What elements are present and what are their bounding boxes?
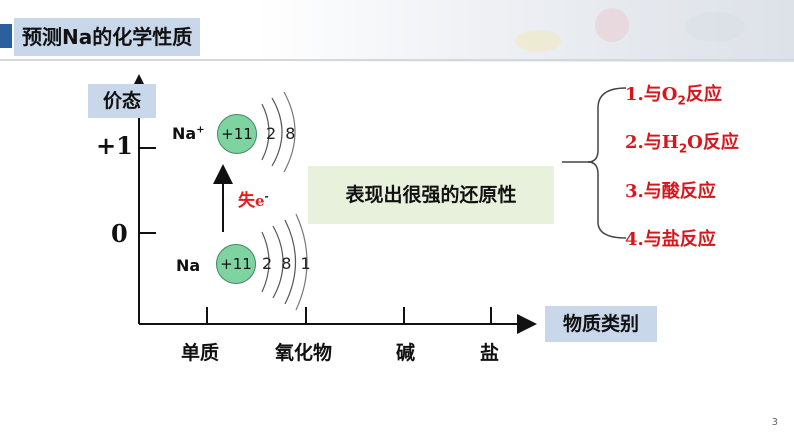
lose-electron-label: 失e- [238,191,269,211]
flask-decoration [595,8,629,42]
ion-shell-3 [283,91,296,173]
page-number: 3 [771,417,778,428]
category-label-salt: 盐 [480,342,500,364]
category-label-base: 碱 [396,342,416,364]
paper-decoration [685,12,745,42]
ion-shell-counts: 2 8 [266,124,298,143]
category-label-element: 单质 [181,342,220,364]
reducing-property: 表现出很强的还原性 [308,166,554,224]
y-axis-label: 价态 [88,84,156,118]
category-label-oxide: 氧化物 [275,342,333,364]
reaction-item-1: 1.与O2反应 [625,84,722,108]
header-divider [0,59,794,61]
reactions-brace [587,87,627,239]
ion-shell-2 [271,97,283,167]
atom-shell-3 [284,219,297,305]
atom-shell-4 [295,213,308,311]
beaker-decoration [515,30,561,52]
ion-nucleus: +11 [217,114,257,154]
atom-shell-1 [261,231,270,293]
reaction-item-4: 4.与盐反应 [625,229,716,250]
slide-title: 预测Na的化学性质 [14,18,201,56]
atom-shell-counts: 2 8 1 [262,254,313,273]
ion-shell-1 [261,103,270,161]
reaction-item-2: 2.与H2O反应 [625,132,739,156]
ion-charge: + [196,124,205,136]
y-tick-label-plus1: +1 [96,131,133,160]
x-axis-label: 物质类别 [545,306,657,342]
y-tick-label-zero: 0 [111,219,128,248]
atom-nucleus: +11 [216,244,256,284]
atom-shell-2 [272,225,284,299]
reaction-item-3: 3.与酸反应 [625,181,716,202]
title-marker [0,24,12,48]
header-photo-band [255,0,794,62]
atom-symbol: Na [176,256,201,275]
ion-symbol: Na+ [172,124,205,143]
